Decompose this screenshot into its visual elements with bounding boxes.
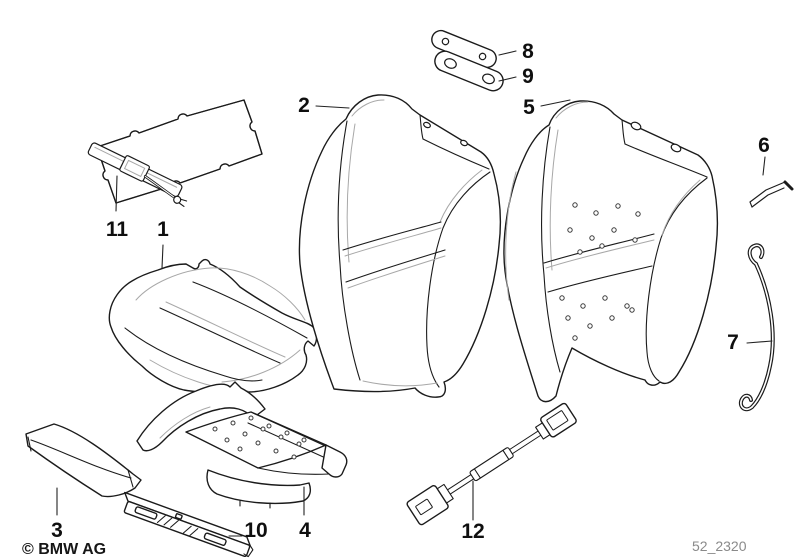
callouts: 1 2 3 4 5 6 7 8 [51, 40, 773, 543]
callout-12[interactable]: 12 [461, 480, 485, 543]
leader-line [498, 76, 517, 82]
callout-label-3[interactable]: 3 [51, 519, 63, 542]
drawing-number: 52_2320 [692, 538, 747, 554]
callout-label-10[interactable]: 10 [244, 519, 267, 542]
leader-line [762, 156, 766, 176]
part-cushion-pad [136, 381, 348, 509]
callout-11[interactable]: 11 [106, 175, 129, 241]
callout-5[interactable]: 5 [523, 96, 571, 119]
callout-6[interactable]: 6 [758, 134, 770, 176]
part-mounting-rail [123, 491, 254, 558]
callout-8[interactable]: 8 [498, 40, 534, 63]
callout-2[interactable]: 2 [298, 94, 350, 117]
part-backrest-pad [503, 100, 719, 403]
callout-label-5[interactable]: 5 [523, 96, 535, 119]
leader-line [161, 244, 164, 269]
callout-label-9[interactable]: 9 [522, 65, 534, 88]
heating-mat-harness [87, 142, 188, 207]
callout-4[interactable]: 4 [299, 486, 311, 542]
part-bolster-pad [25, 423, 142, 498]
part-heating-element [87, 99, 263, 207]
leader-line [498, 50, 517, 56]
part-cushion-cover [108, 258, 318, 394]
callout-9[interactable]: 9 [498, 65, 534, 88]
leader-line [746, 340, 773, 344]
heating-mat-border [96, 99, 263, 204]
pad-vent-holes [212, 415, 307, 460]
part-clamp [749, 180, 794, 208]
callout-7[interactable]: 7 [727, 331, 773, 354]
callout-label-2[interactable]: 2 [298, 94, 310, 117]
callout-1[interactable]: 1 [157, 218, 169, 269]
callout-label-8[interactable]: 8 [522, 40, 534, 63]
callout-label-1[interactable]: 1 [157, 218, 169, 241]
part-backrest-cover [298, 94, 502, 398]
callout-label-12[interactable]: 12 [461, 520, 484, 543]
leader-line [540, 99, 571, 107]
callout-10[interactable]: 10 [228, 519, 268, 542]
copyright-text: © BMW AG [22, 541, 106, 558]
callout-label-11[interactable]: 11 [106, 218, 129, 241]
callout-label-4[interactable]: 4 [299, 519, 311, 542]
leader-line [115, 175, 118, 212]
callout-label-7[interactable]: 7 [727, 331, 739, 354]
pad-vent-holes [559, 202, 641, 341]
part-link-plate-9 [434, 50, 504, 92]
callout-3[interactable]: 3 [51, 487, 63, 542]
callout-label-6[interactable]: 6 [758, 134, 770, 157]
part-cable-harness [406, 402, 577, 526]
leader-line [315, 105, 350, 109]
part-retaining-rod [738, 243, 775, 412]
part-link-plate-8 [431, 29, 497, 69]
